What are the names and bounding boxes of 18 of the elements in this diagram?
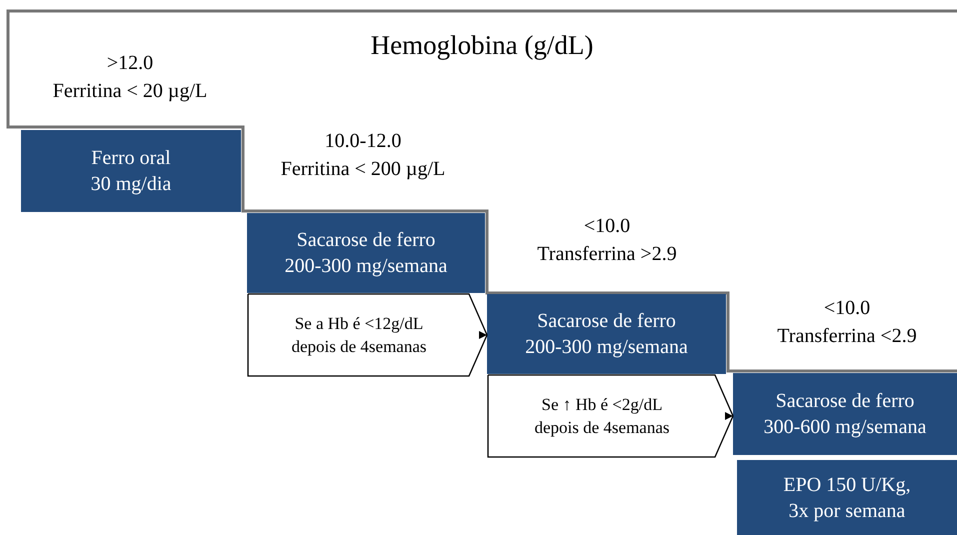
treatment-box: Ferro oral 30 mg/dia xyxy=(21,130,241,212)
threshold-label: Ferritina < 20 µg/L xyxy=(52,80,208,103)
treatment-box: Sacarose de ferro 200-300 mg/semana xyxy=(487,294,726,374)
threshold-label: <10.0 xyxy=(824,297,870,320)
threshold-label: >12.0 xyxy=(106,52,154,75)
threshold-label: Ferritina < 200 µg/L xyxy=(280,158,446,181)
title: Hemoglobina (g/dL) xyxy=(370,30,594,61)
treatment-box: Sacarose de ferro 300-600 mg/semana xyxy=(733,373,957,455)
treatment-box: EPO 150 U/Kg, 3x por semana xyxy=(737,460,957,535)
chevron-arrow xyxy=(487,374,734,458)
chevron-arrow xyxy=(247,293,488,377)
edge-label: Se a Hb é <12g/dL depois de 4semanas xyxy=(290,313,428,358)
treatment-box: Sacarose de ferro 200-300 mg/semana xyxy=(247,213,485,293)
edge-label: Se ↑ Hb é <2g/dL depois de 4semanas xyxy=(533,394,671,439)
threshold-label: 10.0-12.0 xyxy=(324,130,402,153)
threshold-label: Transferrina <2.9 xyxy=(777,325,917,348)
threshold-label: <10.0 xyxy=(584,215,630,238)
threshold-label: Transferrina >2.9 xyxy=(537,243,677,266)
